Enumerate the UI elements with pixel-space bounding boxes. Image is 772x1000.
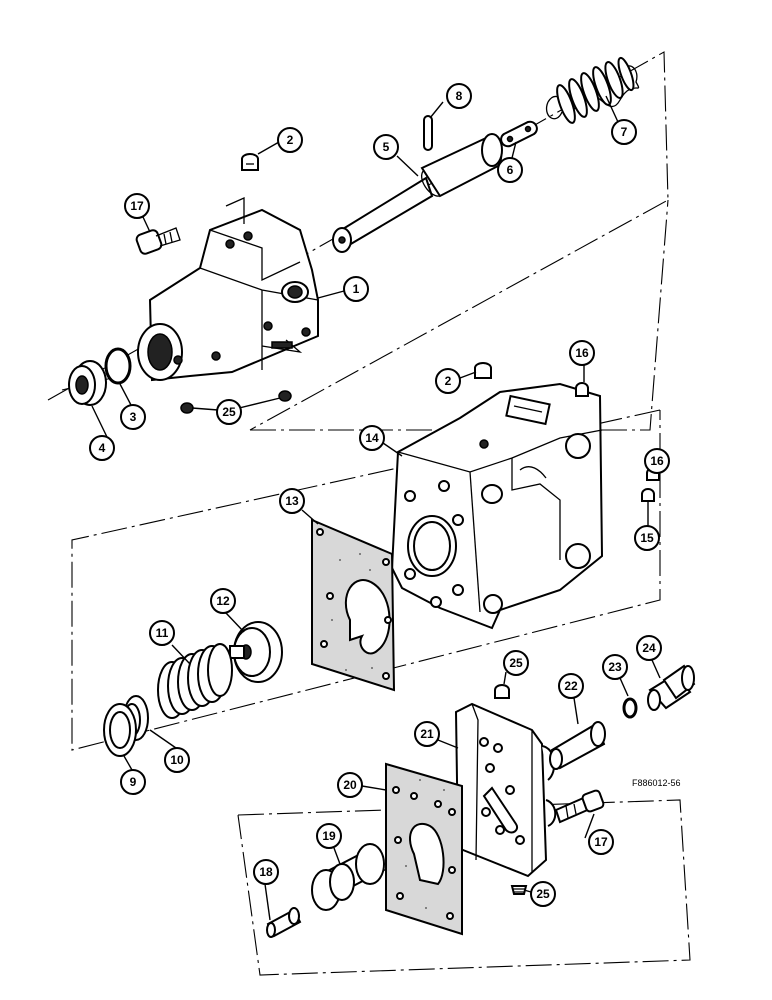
spool-part-19 — [311, 843, 386, 911]
cap-screw-part-17-bottom — [554, 789, 605, 824]
cap-screw-part-17-top — [135, 227, 181, 255]
svg-text:25: 25 — [509, 656, 523, 670]
figure-reference: F886012-56 — [632, 778, 681, 788]
ring-part-9 — [103, 703, 137, 757]
spring-part-11 — [157, 643, 233, 719]
svg-text:8: 8 — [456, 89, 463, 103]
svg-text:1: 1 — [353, 282, 360, 296]
callout-15: 15 — [634, 525, 660, 551]
svg-text:25: 25 — [222, 405, 236, 419]
svg-text:17: 17 — [594, 835, 608, 849]
svg-text:21: 21 — [420, 727, 434, 741]
spring-part-7 — [545, 56, 640, 124]
gasket-part-20 — [385, 762, 463, 936]
svg-text:5: 5 — [383, 140, 390, 154]
pin-part-18 — [266, 907, 302, 938]
svg-text:2: 2 — [287, 133, 294, 147]
callout-9: 9 — [120, 769, 146, 795]
svg-text:14: 14 — [365, 431, 379, 445]
link-part-6 — [500, 120, 538, 148]
callout-2-mid: 2 — [435, 368, 461, 394]
plug-part-2-top — [241, 153, 259, 171]
pin-part-8 — [423, 115, 433, 151]
housing-part-1 — [137, 196, 319, 382]
svg-text:22: 22 — [564, 679, 578, 693]
body-part-14 — [390, 382, 604, 630]
valve-body-part-21 — [454, 702, 557, 878]
callout-12: 12 — [210, 588, 236, 614]
callout-6: 6 — [497, 157, 523, 183]
svg-text:6: 6 — [507, 163, 514, 177]
svg-text:25: 25 — [536, 887, 550, 901]
shaft-part-5 — [332, 133, 503, 253]
callout-24: 24 — [636, 635, 662, 661]
svg-text:20: 20 — [343, 778, 357, 792]
svg-text:24: 24 — [642, 641, 656, 655]
o-ring-part-23 — [622, 697, 638, 719]
callout-8: 8 — [446, 83, 472, 109]
callout-16-right: 16 — [644, 448, 670, 474]
svg-text:23: 23 — [608, 660, 622, 674]
plug-part-15 — [641, 488, 655, 502]
plug-part-2-mid — [474, 362, 492, 379]
callout-4: 4 — [89, 435, 115, 461]
callout-25: 25 — [216, 399, 242, 425]
svg-text:16: 16 — [650, 454, 664, 468]
svg-text:9: 9 — [130, 775, 137, 789]
callout-11: 11 — [149, 620, 175, 646]
svg-text:2: 2 — [445, 374, 452, 388]
callout-21: 21 — [414, 721, 440, 747]
svg-text:13: 13 — [285, 494, 299, 508]
callout-23: 23 — [602, 654, 628, 680]
callout-25-valve-top: 25 — [503, 650, 529, 676]
callout-13: 13 — [279, 488, 305, 514]
callout-25-bottom: 25 — [530, 881, 556, 907]
spring-seat-part-12 — [229, 621, 283, 683]
svg-text:17: 17 — [130, 199, 144, 213]
plug-part-25-valve-top — [494, 684, 510, 699]
callout-2: 2 — [277, 127, 303, 153]
callout-14: 14 — [359, 425, 385, 451]
svg-text:11: 11 — [156, 626, 169, 640]
callout-17-bottom: 17 — [588, 829, 614, 855]
callout-5: 5 — [373, 134, 399, 160]
callout-7: 7 — [611, 119, 637, 145]
svg-text:16: 16 — [575, 346, 589, 360]
plunger-part-22 — [549, 721, 606, 770]
svg-text:18: 18 — [259, 865, 273, 879]
callout-3: 3 — [120, 404, 146, 430]
o-ring-part-3 — [104, 347, 132, 385]
callout-22: 22 — [558, 673, 584, 699]
callout-19: 19 — [316, 823, 342, 849]
svg-text:3: 3 — [130, 410, 137, 424]
callout-17: 17 — [124, 193, 150, 219]
svg-text:19: 19 — [322, 829, 336, 843]
fitting-part-24 — [647, 664, 696, 711]
svg-text:15: 15 — [640, 531, 654, 545]
plug-part-25-bottom — [510, 885, 528, 895]
svg-text:7: 7 — [621, 125, 628, 139]
callout-16-top: 16 — [569, 340, 595, 366]
svg-text:10: 10 — [170, 753, 184, 767]
callout-20: 20 — [337, 772, 363, 798]
gasket-part-13 — [311, 518, 396, 692]
callout-10: 10 — [164, 747, 190, 773]
seal-part-4 — [68, 360, 107, 406]
svg-text:4: 4 — [99, 441, 106, 455]
svg-text:12: 12 — [216, 594, 230, 608]
callout-18: 18 — [253, 859, 279, 885]
callout-1: 1 — [343, 276, 369, 302]
